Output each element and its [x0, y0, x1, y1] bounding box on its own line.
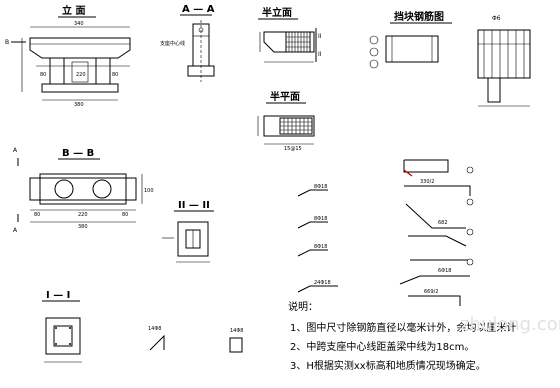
rebar-right-label-2: 682: [438, 220, 448, 226]
section-aa-title: A — A: [182, 4, 215, 15]
i-body: [45, 317, 81, 355]
bubble-2: [369, 47, 379, 57]
bb-body: [29, 177, 137, 201]
half-elev-ii-marker-2: II: [318, 51, 322, 58]
bubble-1: [369, 35, 379, 45]
bb-column-right: [92, 179, 112, 199]
stirrup-shape-1: [149, 334, 165, 351]
rebar-right-1: [403, 159, 449, 173]
rebar-right-1-accent: [403, 169, 413, 177]
dim-elev-mid: 220: [76, 72, 86, 78]
stirrup-detail: [385, 35, 439, 63]
rebar-right-6: [399, 275, 470, 285]
bubble-3: [369, 59, 379, 69]
rebar-right-2: [404, 185, 471, 196]
i-core: [53, 325, 73, 347]
block-outline: [477, 29, 531, 79]
rebar-label-4: 24Φ18: [314, 280, 331, 286]
dim-elev-bottom: 380: [74, 102, 84, 108]
rebar-right-3: [405, 203, 466, 229]
note-item-2: 2、中跨支座中心线距盖梁中线为18cm。: [290, 340, 474, 353]
footing: [41, 83, 119, 93]
section-i-view: I — I: [42, 290, 82, 363]
right-column: [95, 57, 111, 85]
dim-elev-left: 80: [40, 72, 46, 78]
rebar-right-label-4: 669/2: [424, 289, 438, 295]
a-marker-bottom: A: [13, 227, 18, 234]
stirrup-details: 14Φ8 14Φ8: [148, 326, 243, 353]
bb-dim-mid: 220: [78, 212, 88, 218]
rebar-right-4: [408, 235, 467, 247]
aa-support-label: 支座中心线: [160, 40, 185, 47]
stirrup-label-2: 14Φ8: [230, 328, 243, 334]
half-plan-dim: 15@15: [284, 146, 302, 152]
stirrup-label-1: 14Φ8: [148, 326, 161, 332]
bb-column-left: [54, 179, 74, 199]
block-rebar-title: 挡块钢筋图: [394, 10, 444, 23]
bb-dim-left: 80: [34, 212, 40, 218]
rebar-shapes-middle: 8Φ18 8Φ18 8Φ18 24Φ18: [297, 184, 338, 293]
fi6-label: Φ6: [492, 15, 501, 22]
half-plan-mesh: [280, 118, 312, 134]
section-ii-title: II — II: [178, 200, 210, 211]
cap-beam: [29, 37, 131, 59]
rebar-label-3: 8Φ18: [314, 244, 327, 250]
block-rebar-view: 挡块钢筋图 Φ6: [369, 10, 531, 107]
section-bb-view: B — B A A 80 220 80 380 100: [13, 147, 154, 234]
half-elevation-view: 半立面 II II: [258, 6, 322, 63]
block-stem: [487, 77, 501, 103]
rebar-right-label-3: 6Φ18: [438, 268, 451, 274]
elevation-view: 立 面 B 340 80 220 80 380: [5, 4, 131, 108]
bb-dim-height: 100: [144, 188, 154, 194]
note-item-1: 1、图中尺寸除钢筋直径以毫米计外，余均以厘米计: [290, 321, 516, 334]
note-item-3: 3、H根据实测xx标高和地质情况现场确定。: [290, 359, 486, 372]
rebar-shape-3: [297, 249, 328, 257]
section-bb-title: B — B: [62, 148, 94, 159]
half-elevation-title: 半立面: [262, 6, 292, 19]
bb-inner: [39, 173, 127, 205]
section-aa-view: A — A 支座中心线: [160, 4, 215, 82]
middle-web: [71, 61, 89, 83]
section-ii-view: II — II: [162, 200, 214, 263]
left-column: [49, 57, 65, 85]
rebar-label-1: 8Φ18: [314, 184, 327, 190]
watermark: zhulong.com: [460, 314, 560, 335]
rebar-label-2: 8Φ18: [314, 216, 327, 222]
bb-dim-total: 380: [78, 224, 88, 230]
rebar-right-7: [408, 295, 461, 306]
half-plan-title: 半平面: [270, 90, 300, 103]
rebar-shape-2: [297, 221, 328, 229]
rebar-right-label-1: 330/2: [420, 179, 434, 185]
section-i-title: I — I: [46, 290, 70, 301]
a-marker-top: A: [13, 147, 18, 154]
dim-elev-top: 340: [74, 21, 84, 27]
notes-block: 说明： 1、图中尺寸除钢筋直径以毫米计外，余均以厘米计 2、中跨支座中心线距盖梁…: [288, 300, 516, 372]
stirrup-shape-2: [229, 337, 243, 353]
notes-heading: 说明：: [288, 300, 318, 313]
rebar-shape-1: [297, 189, 328, 197]
ii-body: [177, 221, 209, 257]
dim-elev-right: 80: [112, 72, 118, 78]
elevation-title: 立 面: [62, 4, 85, 17]
half-plan-view: 半平面 15@15: [257, 90, 315, 152]
rebar-shapes-right: 330/2 682 6Φ18 669/2: [399, 159, 474, 306]
half-elev-mesh: [286, 32, 310, 52]
half-plan-body: [263, 115, 315, 137]
bb-dim-right: 80: [122, 212, 128, 218]
rebar-shape-4: [297, 285, 338, 293]
b-marker-left: B: [5, 39, 9, 46]
half-elev-ii-marker: II: [318, 33, 322, 40]
